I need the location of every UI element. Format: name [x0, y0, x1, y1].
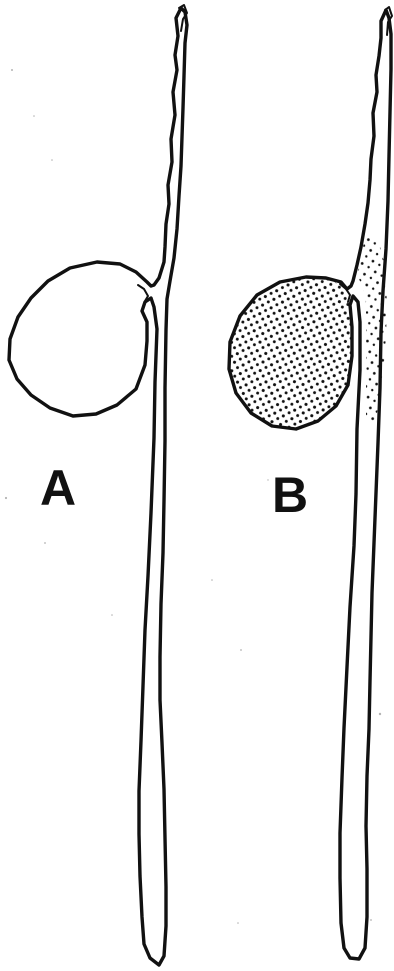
panel-a-neck: [138, 285, 148, 301]
panel-label-a: A: [40, 460, 76, 516]
panel-a-drawing: [9, 5, 187, 965]
panel-label-b: B: [272, 467, 308, 523]
panel-b-outer-stem: [229, 10, 391, 959]
panel-b-drawing: [229, 7, 392, 959]
panel-a-outer-stem: [9, 8, 187, 965]
